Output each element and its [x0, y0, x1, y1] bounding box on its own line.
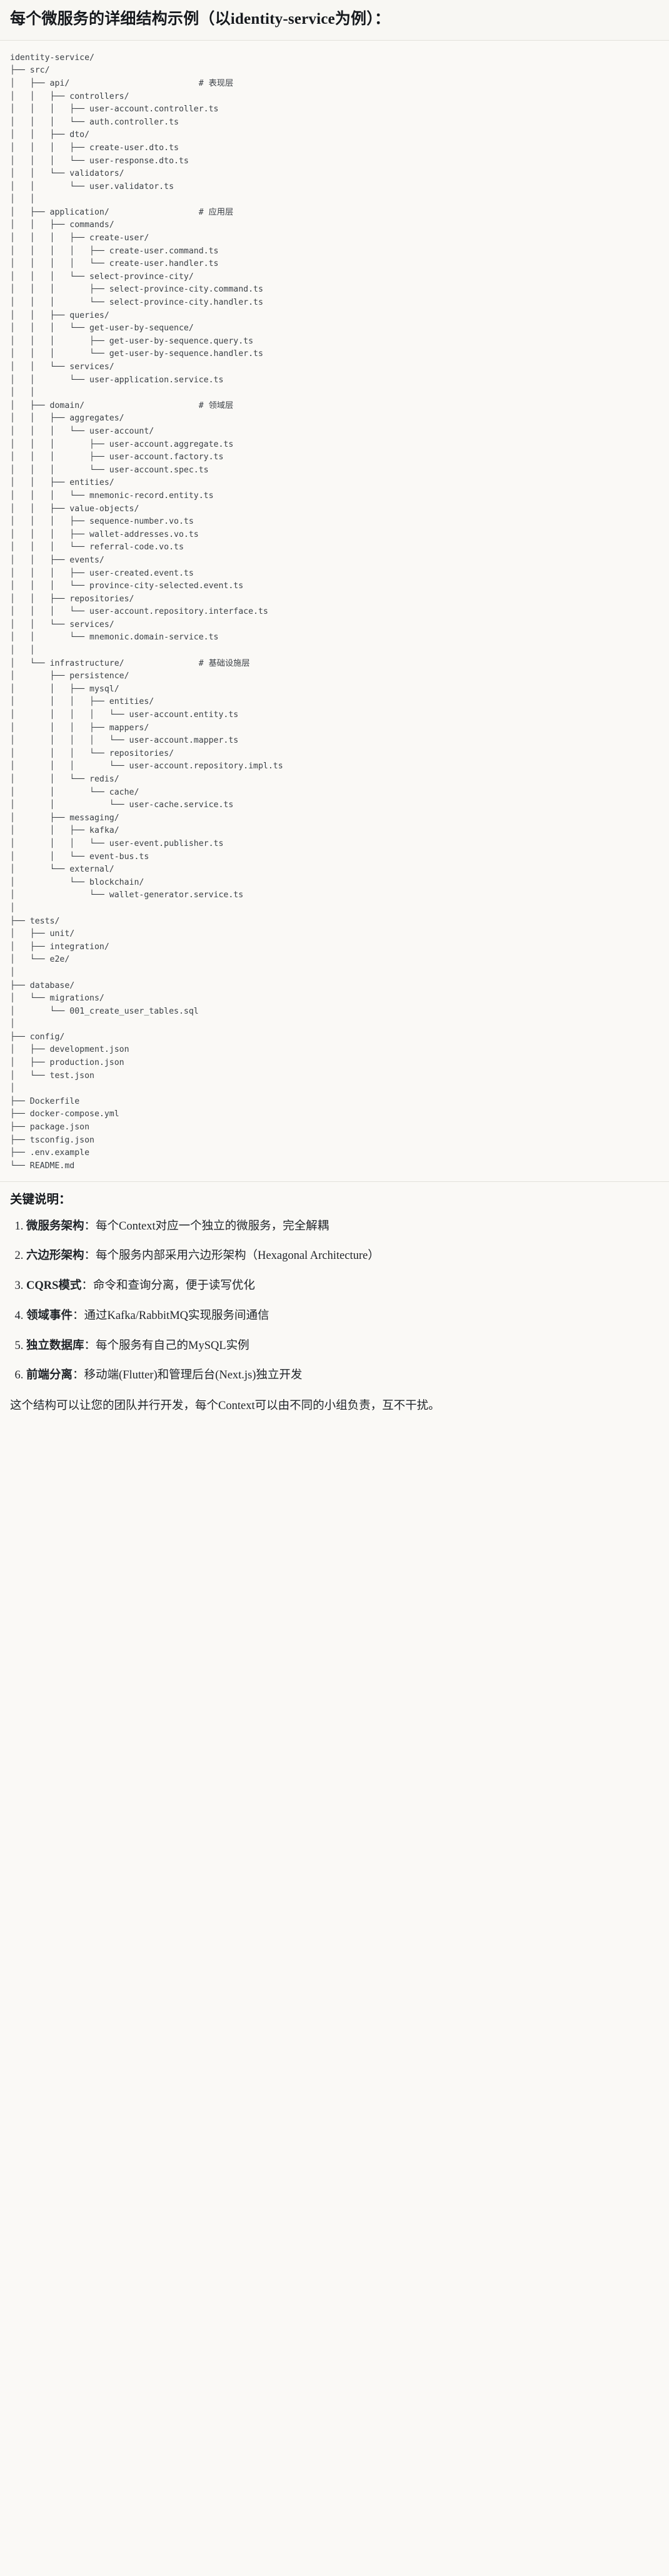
- key-point-item: 微服务架构：每个Context对应一个独立的微服务，完全解耦: [26, 1218, 659, 1236]
- key-point-item: CQRS模式：命令和查询分离，便于读写优化: [26, 1278, 659, 1295]
- closing-paragraph: 这个结构可以让您的团队并行开发，每个Context可以由不同的小组负责，互不干扰…: [10, 1400, 440, 1413]
- directory-tree-section: identity-service/ ├── src/ │ ├── api/ # …: [0, 40, 669, 1182]
- key-point-description: 移动端(Flutter)和管理后台(Next.js)独立开发: [84, 1369, 303, 1382]
- key-point-separator: ：: [81, 1280, 93, 1293]
- document-page: 每个微服务的详细结构示例（以identity-service为例）： ident…: [0, 0, 669, 1435]
- key-point-item: 前端分离：移动端(Flutter)和管理后台(Next.js)独立开发: [26, 1367, 659, 1385]
- key-point-item: 领域事件：通过Kafka/RabbitMQ实现服务间通信: [26, 1308, 659, 1325]
- key-point-separator: ：: [84, 1339, 96, 1352]
- page-title: 每个微服务的详细结构示例（以identity-service为例）：: [10, 11, 391, 28]
- key-point-description: 通过Kafka/RabbitMQ实现服务间通信: [84, 1309, 269, 1322]
- key-point-separator: ：: [84, 1250, 96, 1263]
- key-points-list: 微服务架构：每个Context对应一个独立的微服务，完全解耦六边形架构：每个服务…: [10, 1218, 659, 1385]
- key-point-term: 前端分离: [26, 1369, 73, 1382]
- key-point-description: 每个服务有自己的MySQL实例: [96, 1339, 249, 1352]
- title-section: 每个微服务的详细结构示例（以identity-service为例）：: [0, 0, 669, 41]
- key-point-term: 微服务架构: [26, 1219, 84, 1233]
- key-point-description: 命令和查询分离，便于读写优化: [93, 1280, 255, 1293]
- key-point-item: 独立数据库：每个服务有自己的MySQL实例: [26, 1338, 659, 1355]
- key-point-term: 六边形架构: [26, 1250, 84, 1263]
- key-point-item: 六边形架构：每个服务内部采用六边形架构（Hexagonal Architectu…: [26, 1248, 659, 1265]
- key-points-section: 关键说明： 微服务架构：每个Context对应一个独立的微服务，完全解耦六边形架…: [0, 1181, 669, 1435]
- directory-tree-code-block: identity-service/ ├── src/ │ ├── api/ # …: [10, 53, 283, 1171]
- key-point-separator: ：: [73, 1369, 84, 1382]
- key-point-term: 独立数据库: [26, 1339, 84, 1352]
- key-point-description: 每个Context对应一个独立的微服务，完全解耦: [96, 1219, 329, 1233]
- key-point-term: CQRS模式: [26, 1280, 82, 1293]
- key-point-description: 每个服务内部采用六边形架构（Hexagonal Architecture）: [96, 1250, 380, 1263]
- key-point-separator: ：: [73, 1309, 84, 1322]
- key-point-term: 领域事件: [26, 1309, 73, 1322]
- key-points-heading: 关键说明：: [10, 1193, 71, 1207]
- key-point-separator: ：: [84, 1219, 96, 1233]
